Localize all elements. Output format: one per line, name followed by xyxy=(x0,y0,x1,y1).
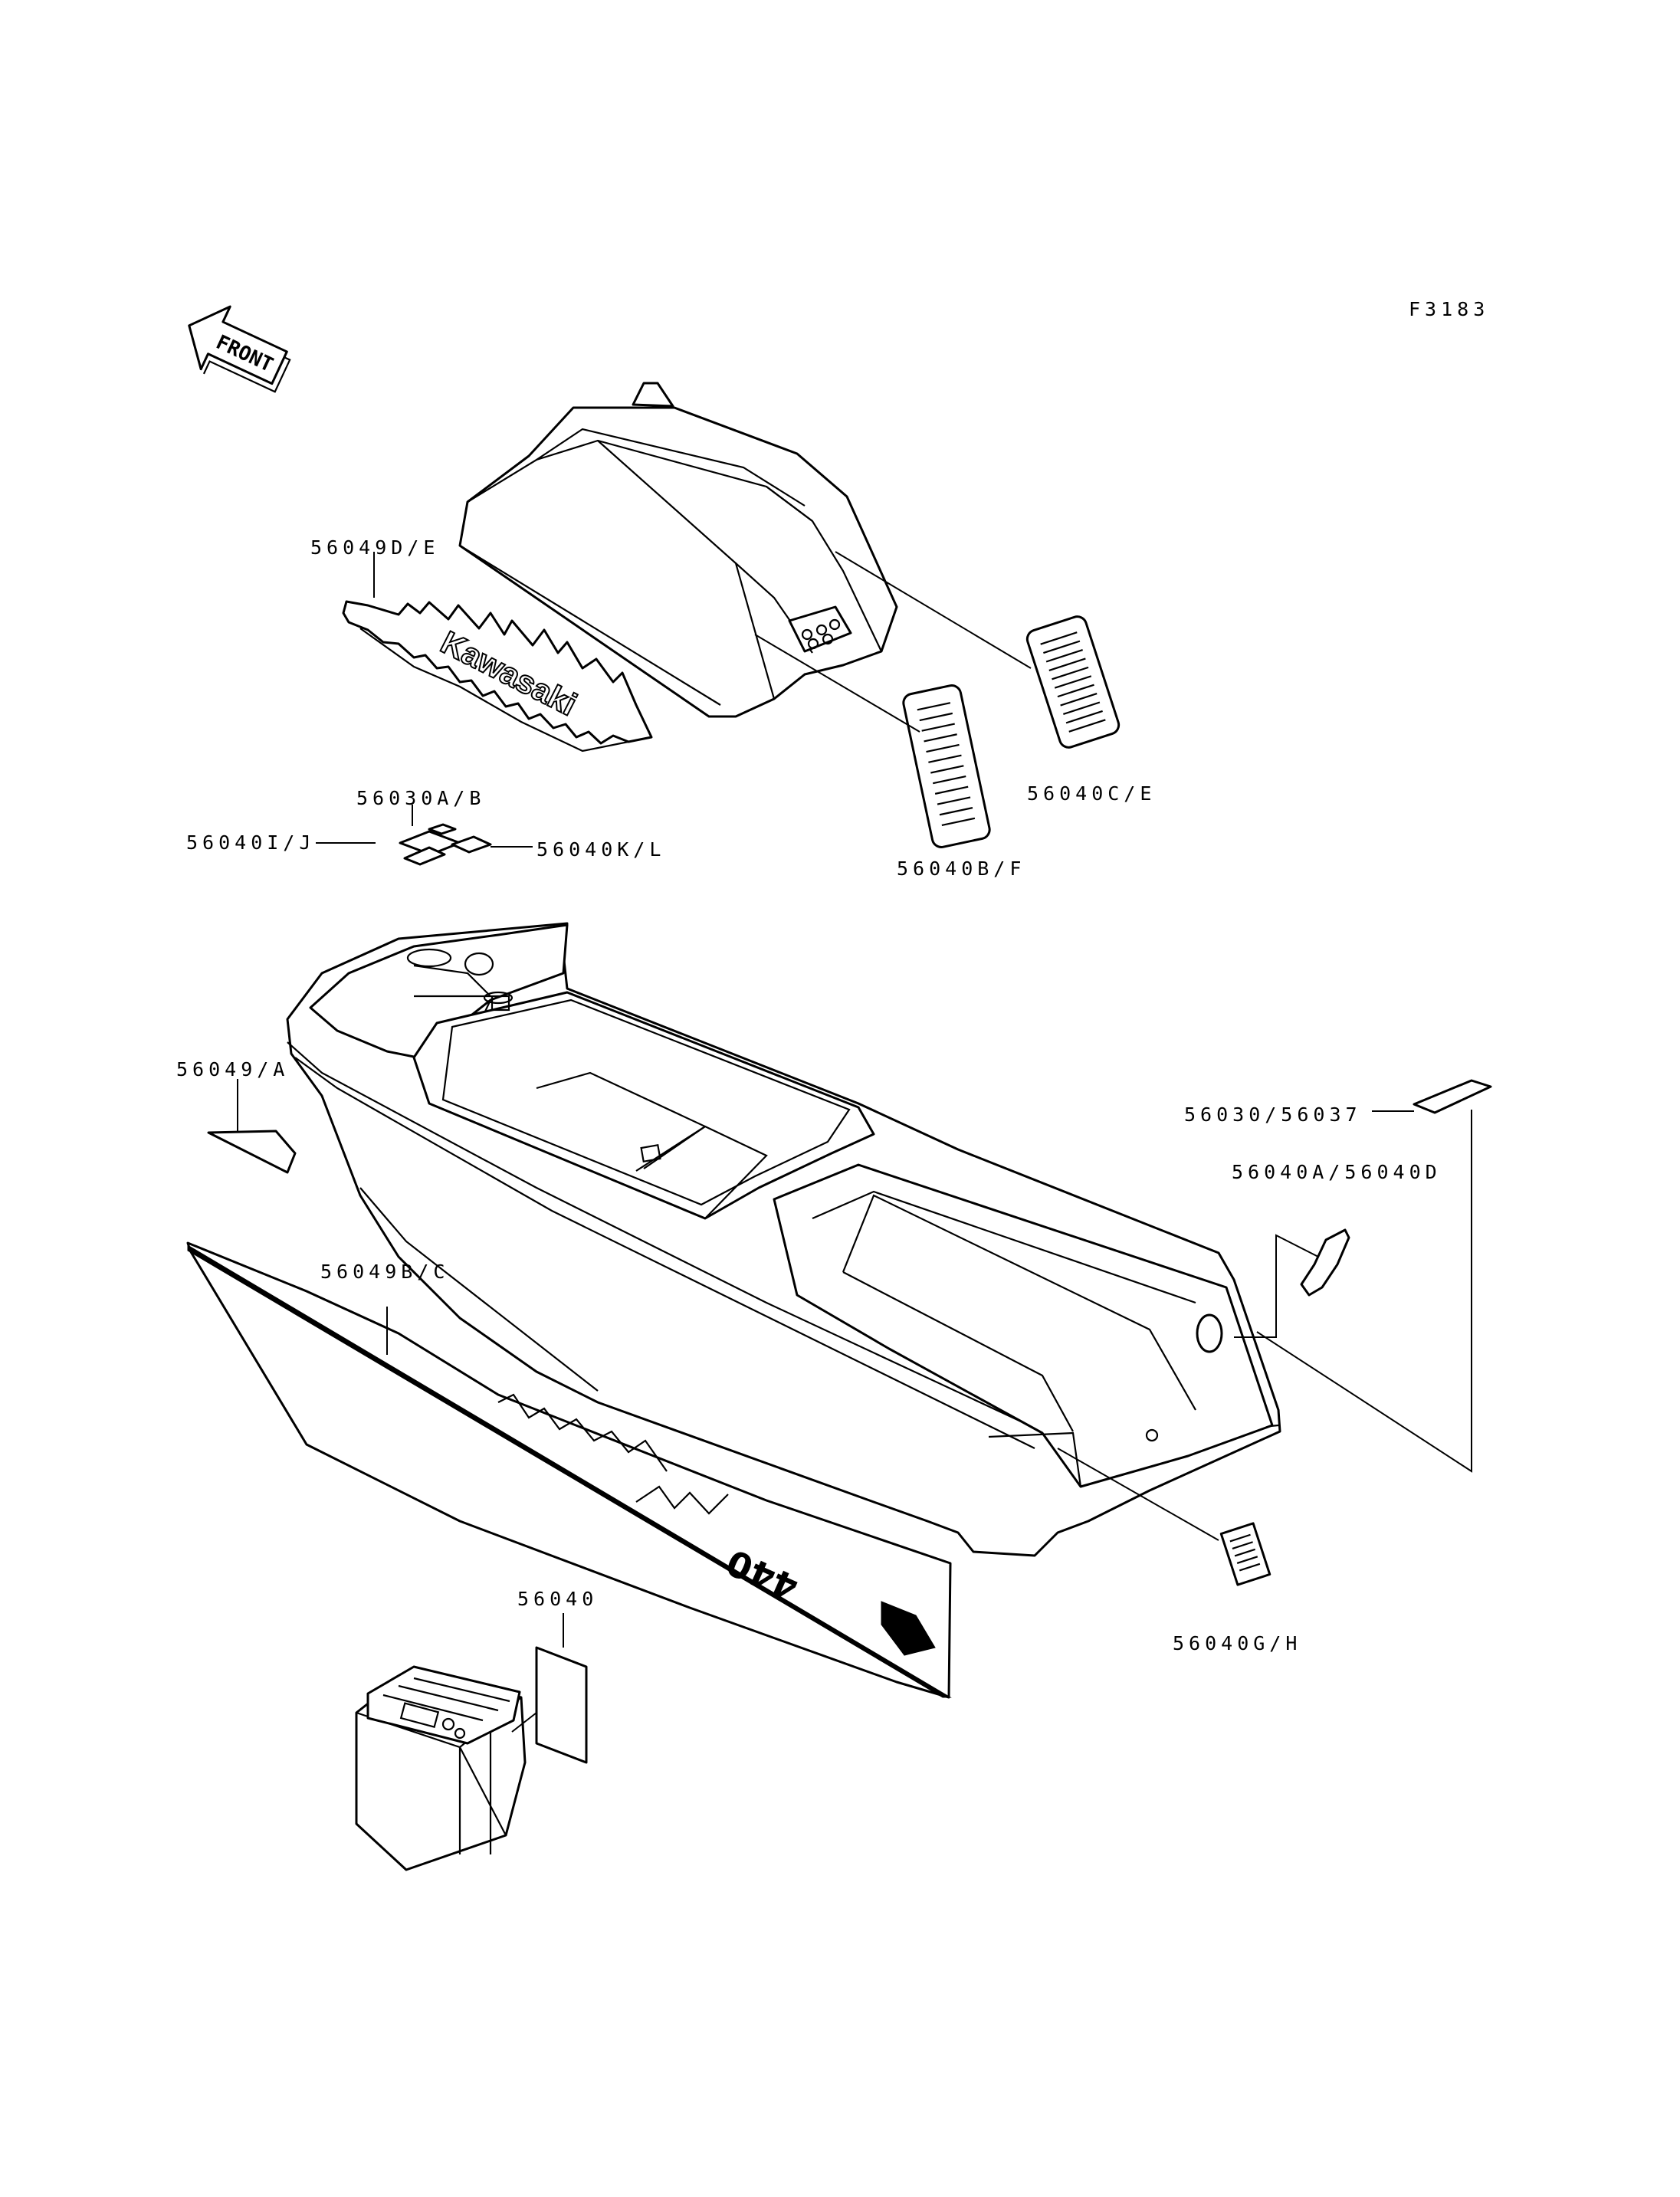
figure-id: F3183 xyxy=(1409,298,1489,320)
callout-56040GH: 56040G/H xyxy=(1173,1632,1301,1654)
callout-56049DE: 56049D/E xyxy=(310,536,439,559)
callout-56049BC: 56049B/C xyxy=(320,1261,449,1283)
callout-56040IJ: 56040I/J xyxy=(186,831,315,854)
decal-56049BC-stripe: 440 xyxy=(186,1241,952,1699)
decal-56030-56037 xyxy=(1413,1079,1492,1114)
callout-56040BF: 56040B/F xyxy=(897,857,1025,880)
battery xyxy=(355,1665,527,1871)
callout-56040AD: 56040A/56040D xyxy=(1232,1161,1442,1183)
callout-56040: 56040 xyxy=(517,1588,598,1610)
callout-56030AB: 56030A/B xyxy=(356,787,485,809)
decal-56040AD xyxy=(1300,1228,1350,1297)
engine-hood xyxy=(458,382,898,718)
decal-56040GH xyxy=(1219,1522,1271,1586)
callout-56040CE: 56040C/E xyxy=(1027,782,1156,805)
decal-56040CE xyxy=(1025,615,1121,749)
decal-56049A xyxy=(207,1130,297,1174)
decal-set-small xyxy=(399,823,492,866)
decal-56040-battery xyxy=(535,1646,588,1764)
front-arrow-icon: FRONT xyxy=(188,305,291,393)
hull xyxy=(286,922,1281,1557)
decal-56040BF xyxy=(902,684,991,848)
callout-56040KL: 56040K/L xyxy=(536,838,665,861)
callout-56030-56037: 56030/56037 xyxy=(1184,1103,1362,1126)
callout-56049A: 56049/A xyxy=(176,1058,289,1080)
